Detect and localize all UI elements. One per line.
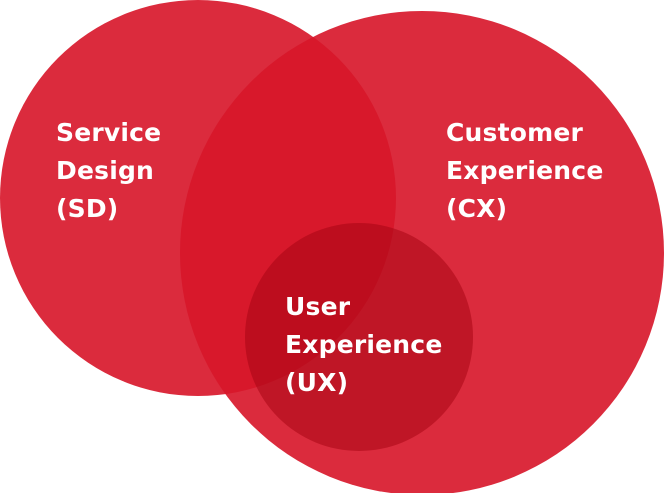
label-line: (UX) — [285, 368, 349, 397]
label-line: Experience — [285, 330, 443, 359]
label-customer-experience: Customer Experience (CX) — [446, 114, 603, 228]
label-service-design: Service Design (SD) — [56, 114, 161, 228]
label-line: Service — [56, 118, 162, 147]
label-line: Experience — [446, 156, 604, 185]
circle-user-experience — [245, 223, 473, 451]
label-line: Design — [56, 156, 155, 185]
label-line: User — [285, 292, 351, 321]
label-line: Customer — [446, 118, 584, 147]
label-user-experience: User Experience (UX) — [285, 288, 442, 402]
label-line: (SD) — [56, 194, 119, 223]
label-line: (CX) — [446, 194, 508, 223]
